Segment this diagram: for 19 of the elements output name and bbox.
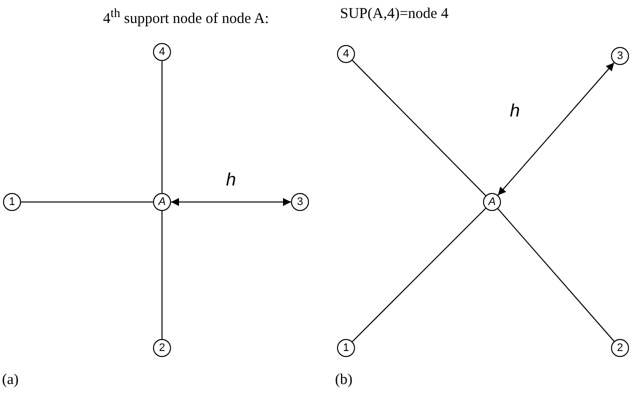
support-node-circle: 2 [153, 339, 171, 357]
double-arrow [170, 198, 292, 206]
panel-label: (a) [2, 372, 19, 389]
connector-line [352, 208, 486, 342]
support-node-circle: 3 [611, 47, 629, 65]
panel-label: (b) [335, 372, 352, 389]
center-node-circle: A [483, 193, 501, 211]
support-node-circle: 1 [3, 193, 21, 211]
support-node-circle: 4 [153, 43, 171, 61]
support-node-circle: 4 [337, 45, 355, 63]
support-node-circle: 3 [291, 193, 309, 211]
formula-label: SUP(A,4)=node 4 [340, 6, 448, 23]
support-node-circle: 1 [337, 339, 355, 357]
connector-line [352, 60, 486, 196]
support-node-circle: 2 [611, 339, 629, 357]
title: 4$^{th}$ support node of node A: [103, 6, 269, 28]
center-node-circle: A [153, 193, 171, 211]
double-arrow [497, 62, 615, 196]
connector-line [497, 208, 615, 342]
